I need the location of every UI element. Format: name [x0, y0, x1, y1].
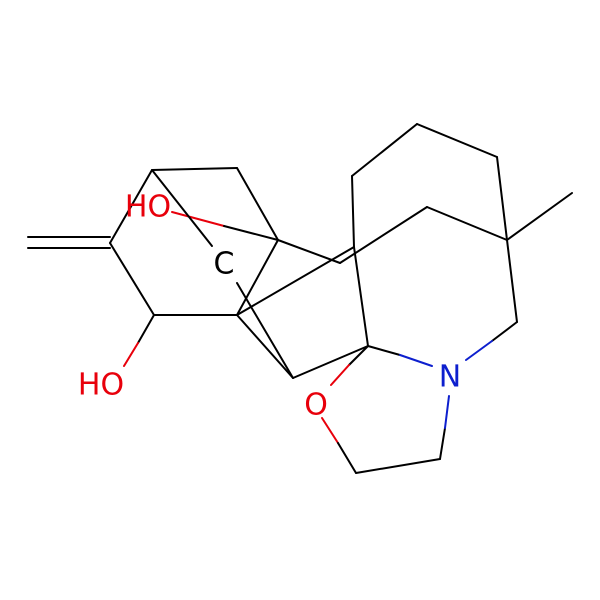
bond-group — [27, 123, 573, 474]
bond-c5-c4 — [151, 167, 238, 171]
hydroxyl-upper-label: HO — [125, 190, 171, 225]
bond-c19-n-black — [439, 427, 446, 460]
bond-c12-c16 — [426, 206, 508, 241]
bond-c17-n-black — [491, 321, 518, 342]
bond-c19-n-blue — [444, 395, 450, 429]
atom-label-group: HO C HO O N — [78, 190, 461, 423]
bond-c6-c7 — [109, 242, 155, 316]
bond-c18-c19 — [355, 458, 441, 474]
bond-o-upper-c3-black — [223, 225, 279, 241]
bond-c11-c13 — [351, 175, 355, 248]
bond-c5-cbridge — [151, 169, 213, 247]
bond-c17-n-blue — [465, 340, 493, 361]
bond-c13-c14 — [351, 123, 418, 177]
bond-c7-o-lower-black — [137, 314, 155, 344]
bond-c2-c8 — [236, 314, 294, 379]
nitrogen-ring-label: N — [439, 360, 461, 395]
bond-c14-c15 — [416, 123, 498, 158]
bond-c3-c2 — [236, 239, 279, 316]
hydroxyl-lower-label: HO — [78, 368, 124, 403]
bond-c16-methyl — [506, 192, 573, 241]
oxygen-ring-label: O — [304, 388, 328, 423]
bond-c7-o-lower-red — [123, 342, 139, 367]
bond-c9-n-blue — [399, 354, 433, 367]
bond-c3-c10 — [277, 239, 341, 264]
bond-c16-c17 — [506, 239, 518, 323]
bond-o-c18-black — [337, 442, 357, 474]
bond-c8-c9 — [292, 345, 369, 379]
bond-c9-o-red — [330, 364, 350, 386]
bond-c4-c3 — [236, 167, 279, 241]
bond-o-upper-c3-red — [171, 211, 225, 227]
bond-c9-n-black — [367, 345, 401, 356]
bond-c2-c11 — [236, 246, 355, 316]
bond-c9-o-black — [348, 345, 369, 366]
bond-c15-c16 — [496, 156, 508, 241]
bond-c6-c5 — [109, 169, 153, 244]
carbon-center-label: C — [214, 247, 235, 282]
bond-o-c18-red — [321, 417, 339, 444]
bond-cbridge-c8 — [236, 282, 294, 379]
bond-c11-c9 — [353, 246, 369, 347]
